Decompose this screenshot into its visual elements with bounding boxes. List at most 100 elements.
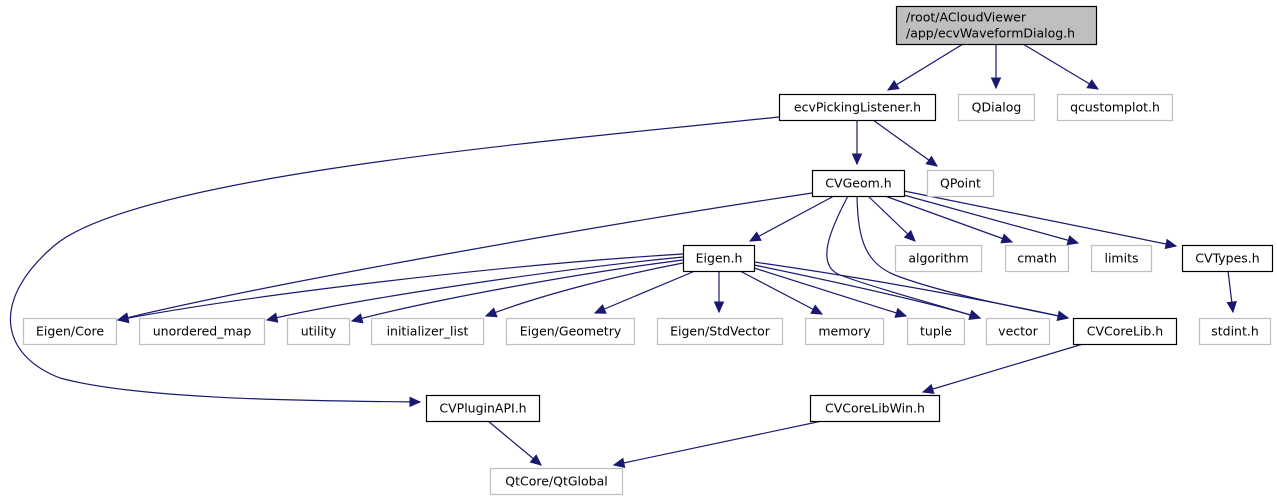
node-QtGlobal: QtCore/QtGlobal <box>489 467 624 496</box>
arrowhead-icon <box>484 307 498 318</box>
node-root[interactable]: /root/ACloudViewer/app/ecvWaveformDialog… <box>895 5 1098 46</box>
edge-line <box>753 267 907 317</box>
node-box[interactable] <box>895 5 1098 46</box>
edge-line <box>884 195 1013 243</box>
arrowhead-icon <box>1000 233 1014 244</box>
node-box <box>1056 93 1174 122</box>
edge-line <box>594 270 696 314</box>
node-box <box>22 317 118 346</box>
node-box <box>489 467 624 496</box>
edge-Eigen-to-utility <box>350 259 684 324</box>
edge-Eigen-to-EigenStdVector <box>713 271 725 314</box>
edge-root-to-qcustomplot <box>1022 43 1100 90</box>
node-label: Eigen/Geometry <box>520 324 622 339</box>
node-CVCoreLibWin[interactable]: CVCoreLibWin.h <box>809 394 941 423</box>
edge-ecvPickingListener-to-CVGeom <box>851 120 863 166</box>
node-tuple: tuple <box>906 317 966 346</box>
node-label: tuple <box>920 324 952 339</box>
edge-line <box>867 195 916 242</box>
edge-line <box>487 420 542 466</box>
edge-Eigen-to-EigenCore <box>116 253 684 324</box>
node-label: QPoint <box>940 176 981 191</box>
edge-line <box>117 253 684 321</box>
node-label: CVPluginAPI.h <box>439 401 526 416</box>
node-box <box>957 93 1036 122</box>
node-CVCoreLib[interactable]: CVCoreLib.h <box>1072 317 1178 346</box>
edge-line <box>903 190 1177 247</box>
node-label: unordered_map <box>153 324 252 339</box>
node-label: CVCoreLib.h <box>1087 324 1163 339</box>
node-CVGeom[interactable]: CVGeom.h <box>811 169 906 198</box>
edges-layer <box>9 43 1237 468</box>
node-CVTypes[interactable]: CVTypes.h <box>1181 244 1274 273</box>
edge-CVGeom-to-Eigen <box>748 195 835 242</box>
node-label: QDialog <box>972 100 1022 115</box>
node-label: memory <box>818 324 871 339</box>
node-box[interactable] <box>1181 244 1274 273</box>
node-box <box>804 317 885 346</box>
node-box[interactable] <box>682 244 756 273</box>
edge-line <box>351 259 684 322</box>
node-CVPluginAPI[interactable]: CVPluginAPI.h <box>425 394 541 423</box>
node-box[interactable] <box>811 169 906 198</box>
edge-root-to-QDialog <box>990 44 1002 90</box>
arrowhead-icon <box>1056 310 1070 321</box>
node-label: utility <box>301 324 337 339</box>
node-label: limits <box>1104 251 1138 266</box>
arrowhead-icon <box>1066 235 1080 246</box>
arrowhead-icon <box>968 309 982 320</box>
node-cmath: cmath <box>1004 244 1070 273</box>
node-algorithm: algorithm <box>894 244 983 273</box>
node-box[interactable] <box>1072 317 1178 346</box>
arrowhead-icon <box>748 231 762 242</box>
node-QPoint: QPoint <box>926 169 995 198</box>
node-box <box>1004 244 1070 273</box>
arrowhead-icon <box>1164 238 1178 250</box>
edge-line <box>753 261 1069 319</box>
node-label: initializer_list <box>387 324 469 339</box>
node-label: Eigen/Core <box>36 324 104 339</box>
arrowhead-icon <box>1086 79 1100 90</box>
node-box[interactable] <box>425 394 541 423</box>
node-box[interactable] <box>809 394 941 423</box>
node-box <box>286 317 351 346</box>
node-box <box>656 317 784 346</box>
node-label: CVTypes.h <box>1195 251 1259 266</box>
node-limits: limits <box>1090 244 1153 273</box>
edge-CVGeom-to-algorithm <box>867 195 916 242</box>
edge-line <box>922 343 1084 393</box>
node-box <box>138 317 266 346</box>
edge-line <box>485 262 684 317</box>
edge-CVTypes-to-stdint <box>1226 270 1237 314</box>
arrowhead-icon <box>116 312 130 324</box>
arrowhead-icon <box>810 304 824 315</box>
node-box[interactable] <box>778 93 937 122</box>
node-label: CVCoreLibWin.h <box>825 401 925 416</box>
arrowhead-icon <box>990 77 1002 90</box>
edge-ecvPickingListener-to-CVPluginAPI <box>9 116 780 408</box>
edge-CVCoreLib-to-CVCoreLibWin <box>921 343 1084 395</box>
edge-line <box>739 270 823 315</box>
node-ecvPickingListener[interactable]: ecvPickingListener.h <box>778 93 937 122</box>
node-qcustomplot: qcustomplot.h <box>1056 93 1174 122</box>
edge-line <box>9 116 780 403</box>
node-box <box>985 317 1051 346</box>
node-EigenStdVector: Eigen/StdVector <box>656 317 784 346</box>
arrowhead-icon <box>593 304 607 314</box>
arrowhead-icon <box>851 153 863 166</box>
edge-CVPluginAPI-to-QtGlobal <box>487 420 542 466</box>
edge-line <box>872 119 938 167</box>
node-label: cmath <box>1017 251 1057 266</box>
edge-CVCoreLibWin-to-QtGlobal <box>612 420 823 468</box>
edge-line <box>117 192 813 321</box>
node-Eigen[interactable]: Eigen.h <box>682 244 756 273</box>
node-utility: utility <box>286 317 351 346</box>
edge-Eigen-to-tuple <box>753 267 908 318</box>
node-EigenCore: Eigen/Core <box>22 317 118 346</box>
node-box <box>505 317 636 346</box>
arrowhead-icon <box>350 313 364 324</box>
arrowhead-icon <box>713 301 725 314</box>
node-box <box>1090 244 1153 273</box>
edge-root-to-ecvPickingListener <box>886 43 964 91</box>
edge-Eigen-to-unordered_map <box>265 256 684 323</box>
